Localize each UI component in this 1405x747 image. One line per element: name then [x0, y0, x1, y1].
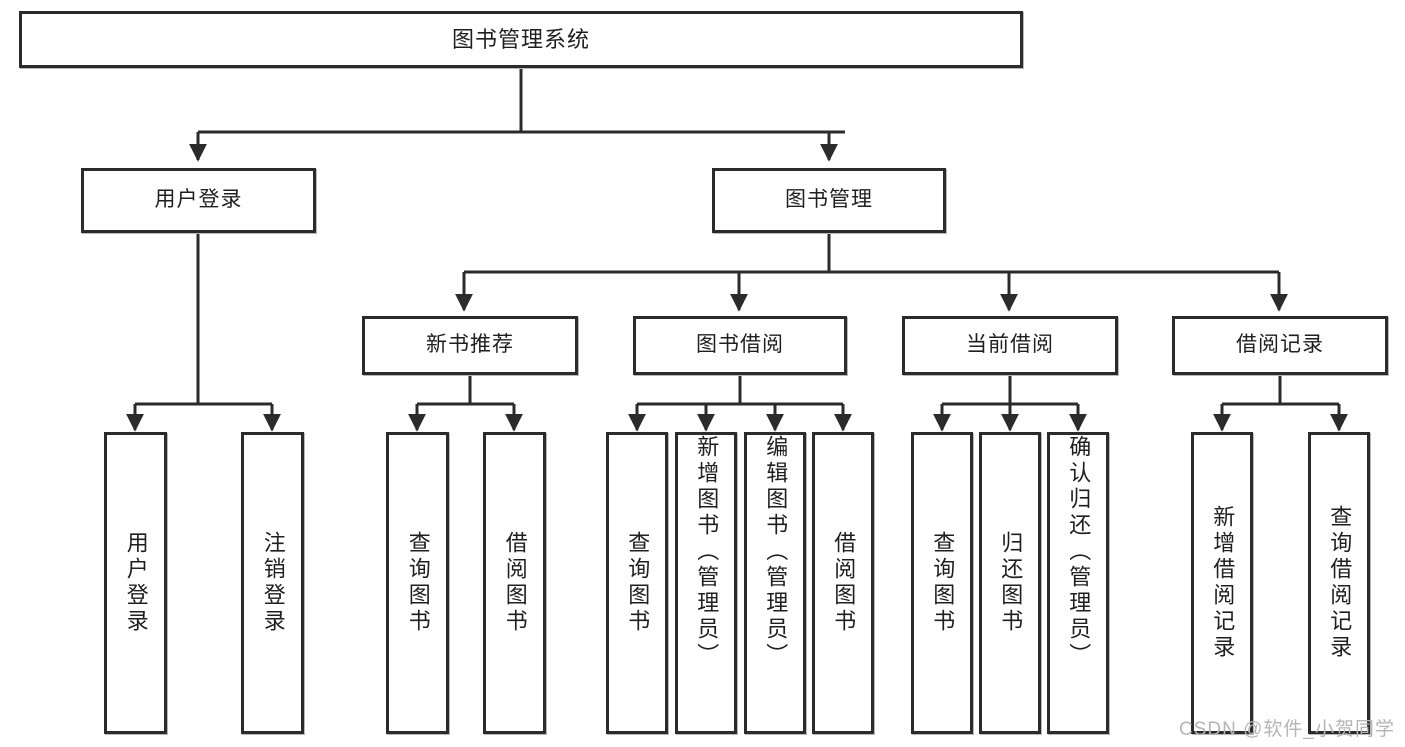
node-new-book-recommend[interactable]: 新书推荐 [362, 316, 578, 375]
leaf-borrow-book-recommend[interactable]: 借阅图书 [483, 432, 546, 734]
leaf-query-book-recommend[interactable]: 查询图书 [386, 432, 449, 734]
node-label: 当前借阅 [966, 333, 1054, 357]
leaf-borrow-book[interactable]: 借阅图书 [812, 432, 874, 734]
node-borrow-record[interactable]: 借阅记录 [1172, 316, 1388, 375]
leaf-query-book-borrow[interactable]: 查询图书 [606, 432, 668, 734]
leaf-add-book-admin[interactable]: 新增图书（管理员） [675, 432, 737, 734]
node-label: 确认归还（管理员） [1066, 435, 1092, 669]
leaf-return-book[interactable]: 归还图书 [979, 432, 1041, 734]
node-root-system[interactable]: 图书管理系统 [19, 11, 1023, 68]
node-label: 图书借阅 [696, 333, 784, 357]
node-label: 归还图书 [998, 531, 1024, 635]
node-user-login[interactable]: 用户登录 [81, 168, 316, 233]
node-label: 新书推荐 [426, 333, 514, 357]
leaf-query-book-current[interactable]: 查询图书 [911, 432, 973, 734]
node-label: 用户登录 [154, 188, 243, 212]
leaf-logout[interactable]: 注销登录 [241, 432, 304, 734]
node-label: 查询借阅记录 [1327, 505, 1353, 661]
node-label: 用户登录 [123, 531, 149, 635]
node-book-borrow[interactable]: 图书借阅 [633, 316, 847, 375]
node-label: 新增借阅记录 [1210, 505, 1236, 661]
node-label: 查询图书 [625, 531, 651, 635]
node-label: 注销登录 [260, 531, 286, 635]
leaf-user-login[interactable]: 用户登录 [104, 432, 167, 734]
leaf-add-borrow-record[interactable]: 新增借阅记录 [1191, 432, 1253, 734]
node-label: 查询图书 [405, 531, 431, 635]
leaf-confirm-return-admin[interactable]: 确认归还（管理员） [1047, 432, 1109, 734]
node-label: 查询图书 [930, 531, 956, 635]
node-label: 借阅记录 [1236, 333, 1324, 357]
leaf-edit-book-admin[interactable]: 编辑图书（管理员） [744, 432, 806, 734]
node-current-borrow[interactable]: 当前借阅 [902, 316, 1118, 375]
node-label: 借阅图书 [831, 531, 857, 635]
node-label: 编辑图书（管理员） [763, 435, 789, 669]
node-label: 图书管理系统 [451, 26, 590, 52]
node-book-management[interactable]: 图书管理 [712, 168, 946, 233]
leaf-query-borrow-record[interactable]: 查询借阅记录 [1308, 432, 1370, 734]
node-label: 借阅图书 [502, 531, 528, 635]
node-label: 新增图书（管理员） [694, 435, 720, 669]
node-label: 图书管理 [785, 188, 873, 212]
